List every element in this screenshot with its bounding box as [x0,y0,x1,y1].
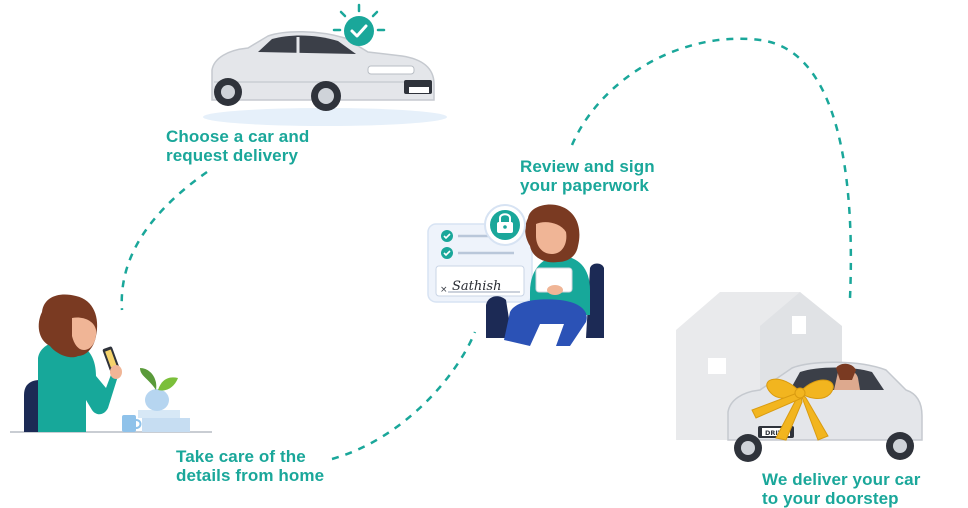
woman-with-phone-illustration [10,294,212,433]
step-label-line: Take care of the [176,447,306,466]
gift-bow-icon [751,378,834,441]
license-plate-text: DRIVE [765,429,787,437]
step-label-line: your paperwork [520,176,649,195]
signature-text: Sathish [452,279,501,294]
sedan-illustration [203,30,447,126]
step-label-line: request delivery [166,146,298,165]
step-label-line: We deliver your car [762,470,921,489]
journey-dashed-path [570,37,853,299]
signing-paperwork-illustration: × Sathish [427,204,604,346]
signature-x-mark: × [440,285,448,295]
journey-dashed-path [331,331,477,461]
step-review-sign-label: Review and sign your paperwork [520,157,655,195]
step-choose-car-label: Choose a car and request delivery [166,127,309,165]
journey-dashed-path [120,170,208,311]
lock-badge-icon [484,204,526,246]
step-label-line: details from home [176,466,325,485]
step-label-line: Review and sign [520,157,655,176]
step-deliver-label: We deliver your car to your doorstep [762,470,920,508]
check-badge-icon [332,3,386,46]
step-details-home-label: Take care of the details from home [176,447,324,485]
step-label-line: Choose a car and [166,127,310,146]
step-label-line: to your doorstep [762,489,899,508]
